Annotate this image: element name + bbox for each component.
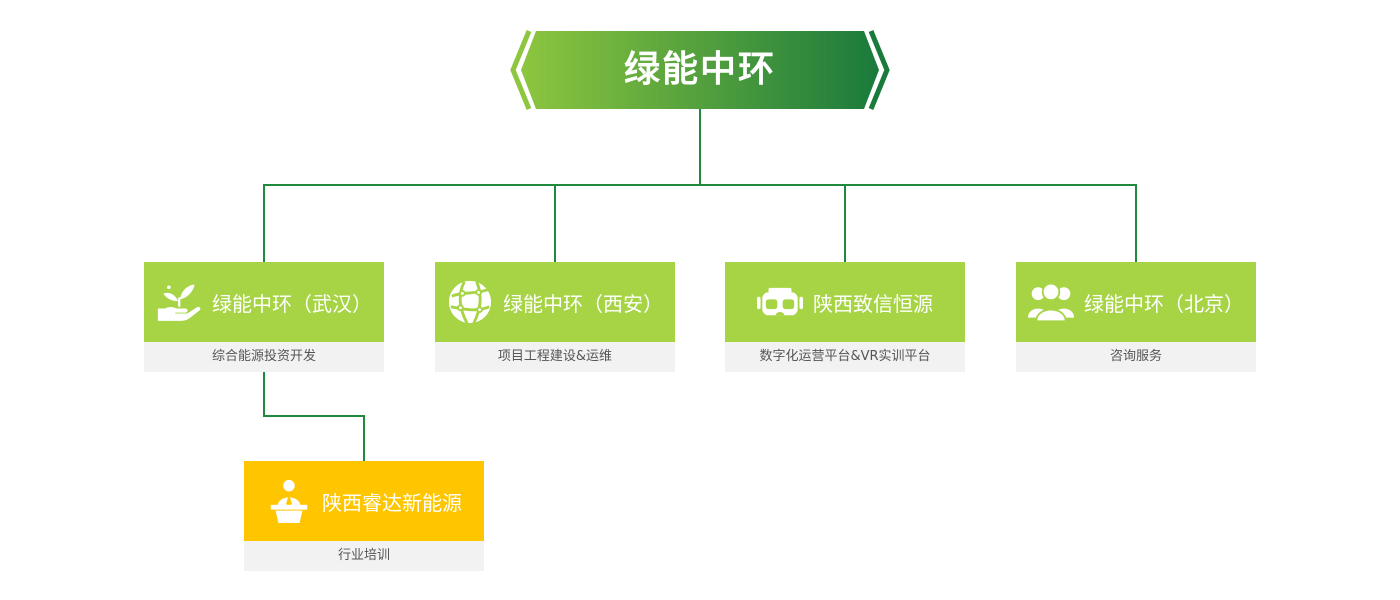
connector-sub-branch (263, 372, 365, 461)
org-node-xian[interactable]: 绿能中环（西安） 项目工程建设&运维 (435, 262, 675, 372)
org-node-name: 绿能中环（西安） (503, 291, 663, 316)
org-node-header: 绿能中环（武汉） (144, 262, 384, 342)
org-node-description: 咨询服务 (1016, 342, 1256, 372)
org-node-zhixin[interactable]: 陕西致信恒源 数字化运营平台&VR实训平台 (725, 262, 965, 372)
org-node-ruida[interactable]: 陕西睿达新能源 行业培训 (244, 461, 484, 571)
org-node-description: 数字化运营平台&VR实训平台 (725, 342, 965, 372)
org-chart-title: 绿能中环 (623, 49, 776, 90)
vr-headset-icon (757, 279, 803, 325)
users-group-icon (1028, 279, 1074, 325)
org-node-name: 绿能中环（北京） (1084, 291, 1244, 316)
org-node-name: 绿能中环（武汉） (212, 291, 372, 316)
banner-left-chevron (510, 30, 532, 110)
org-node-header: 陕西致信恒源 (725, 262, 965, 342)
org-node-name: 陕西致信恒源 (813, 291, 933, 316)
org-node-description: 行业培训 (244, 541, 484, 571)
banner-right-chevron (868, 30, 890, 110)
globe-network-icon (447, 279, 493, 325)
org-node-header: 绿能中环（北京） (1016, 262, 1256, 342)
org-node-name: 陕西睿达新能源 (322, 490, 462, 515)
org-node-beijing[interactable]: 绿能中环（北京） 咨询服务 (1016, 262, 1256, 372)
title-banner (521, 31, 879, 109)
hand-plant-icon (156, 279, 202, 325)
org-node-description: 项目工程建设&运维 (435, 342, 675, 372)
org-node-description: 综合能源投资开发 (144, 342, 384, 372)
org-node-wuhan[interactable]: 绿能中环（武汉） 综合能源投资开发 (144, 262, 384, 372)
org-node-header: 陕西睿达新能源 (244, 461, 484, 541)
org-node-header: 绿能中环（西安） (435, 262, 675, 342)
speaker-podium-icon (266, 478, 312, 524)
